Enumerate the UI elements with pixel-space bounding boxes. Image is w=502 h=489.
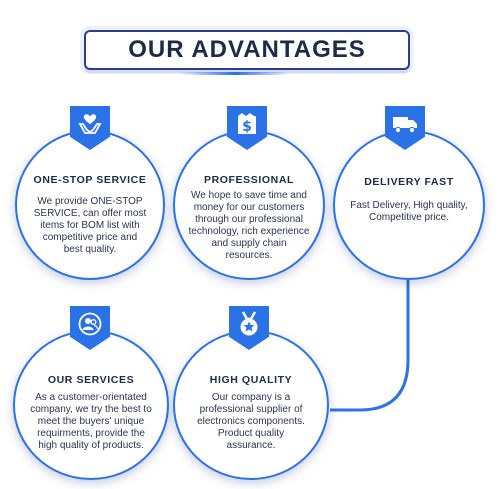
card-text-line: competitive price and xyxy=(42,232,138,243)
card-text-line: assurance. xyxy=(226,440,276,451)
card-our-services: OUR SERVICES As a customer-orientated co… xyxy=(13,330,169,480)
card-text-line: Competitive price. xyxy=(368,212,450,223)
card-text-line: technology, rich experience xyxy=(188,226,310,237)
card-text-line: As a customer-orientated xyxy=(35,392,147,403)
card-text-line: We hope to save time and xyxy=(191,190,307,201)
card-text-line: electronics components. xyxy=(197,416,305,427)
card-text-line: through our professional xyxy=(195,214,303,225)
card-text-line: resources. xyxy=(225,250,273,261)
card-title: DELIVERY FAST xyxy=(364,176,454,188)
card-title: ONE-STOP SERVICE xyxy=(33,174,147,186)
card-text-line: and supply chain xyxy=(211,238,287,249)
card-text-line: requirments, provide the xyxy=(37,428,145,439)
card-text-line: Product quality xyxy=(217,428,285,439)
card-text-line: meet the buyers' unique xyxy=(37,416,145,427)
title-underline xyxy=(180,72,290,75)
card-title: OUR SERVICES xyxy=(47,374,135,386)
card-professional: PROFESSIONAL We hope to save time and mo… xyxy=(173,130,325,280)
card-text-line: SERVICE, can offer most xyxy=(33,208,147,219)
delivery-truck-icon xyxy=(385,106,425,150)
heart-hands-icon xyxy=(70,106,110,150)
card-text-line: high quality of products. xyxy=(38,440,144,451)
card-one-stop-service: ONE-STOP SERVICE We provide ONE-STOP SER… xyxy=(15,130,165,280)
card-text-line: We provide ONE-STOP xyxy=(37,196,143,207)
users-icon xyxy=(70,306,110,350)
svg-text:$: $ xyxy=(242,119,252,135)
card-high-quality: HIGH QUALITY Our company is a profession… xyxy=(173,330,329,480)
card-text-line: Fast Delivery, High quality, xyxy=(350,200,468,211)
card-text-line: items for BOM list with xyxy=(40,220,140,231)
dollar-tag-icon: $ xyxy=(227,106,267,150)
card-text-line: money for our customers xyxy=(193,202,305,213)
card-text-line: Our company is a xyxy=(211,392,291,403)
card-text-line: company, we try the best to xyxy=(30,404,152,415)
page-title: OUR ADVANTAGES xyxy=(128,36,366,63)
card-text-line: best quality. xyxy=(63,244,117,255)
title-banner: OUR ADVANTAGES xyxy=(84,30,410,70)
card-title: HIGH QUALITY xyxy=(209,374,293,386)
card-delivery-fast: DELIVERY FAST Fast Delivery, High qualit… xyxy=(333,130,485,280)
card-title: PROFESSIONAL xyxy=(203,174,295,186)
card-text-line: professional supplier of xyxy=(199,404,303,415)
medal-star-icon xyxy=(229,306,269,350)
